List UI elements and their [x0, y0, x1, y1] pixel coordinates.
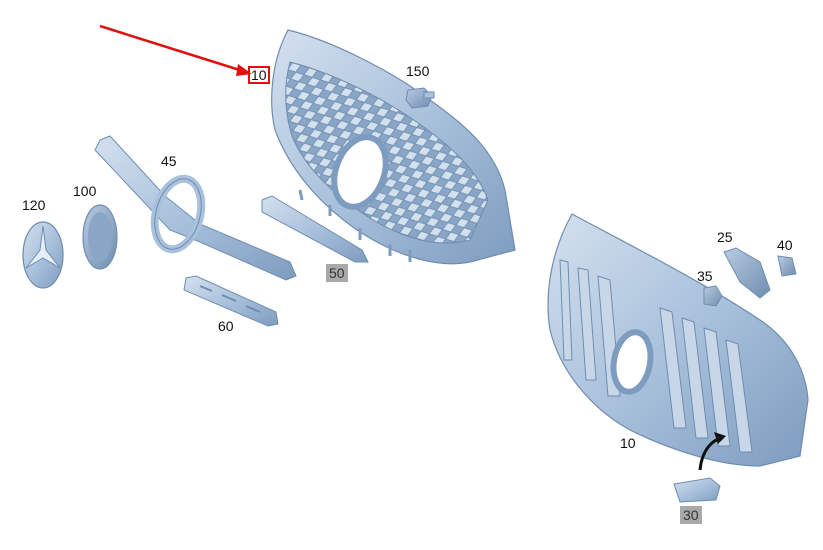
label-50[interactable]: 50 [326, 264, 348, 282]
label-40[interactable]: 40 [777, 237, 793, 253]
label-10-lower[interactable]: 10 [620, 435, 636, 451]
label-60[interactable]: 60 [218, 318, 234, 334]
star-emblem-120 [22, 221, 64, 289]
radiator-grille-lower [547, 213, 809, 467]
trim-strip-60 [183, 275, 279, 327]
label-100[interactable]: 100 [73, 183, 97, 199]
radiator-grille-upper [271, 29, 516, 265]
clip-40 [777, 255, 797, 277]
pointer-arrow [99, 24, 252, 76]
bracket-25 [723, 247, 771, 299]
retainer-30 [673, 477, 721, 503]
clip-150 [405, 87, 435, 109]
trim-strip-50 [261, 195, 369, 263]
label-30[interactable]: 30 [680, 506, 702, 524]
label-120[interactable]: 120 [22, 197, 46, 213]
install-arrow [698, 432, 726, 471]
clip-35 [703, 285, 723, 307]
trim-frame-45 [94, 135, 297, 281]
emblem-plate-100 [82, 204, 118, 270]
label-25[interactable]: 25 [717, 229, 733, 245]
label-35[interactable]: 35 [697, 268, 713, 284]
label-10-upper[interactable]: 10 [248, 66, 270, 84]
label-150[interactable]: 150 [406, 63, 430, 79]
label-45[interactable]: 45 [161, 153, 177, 169]
